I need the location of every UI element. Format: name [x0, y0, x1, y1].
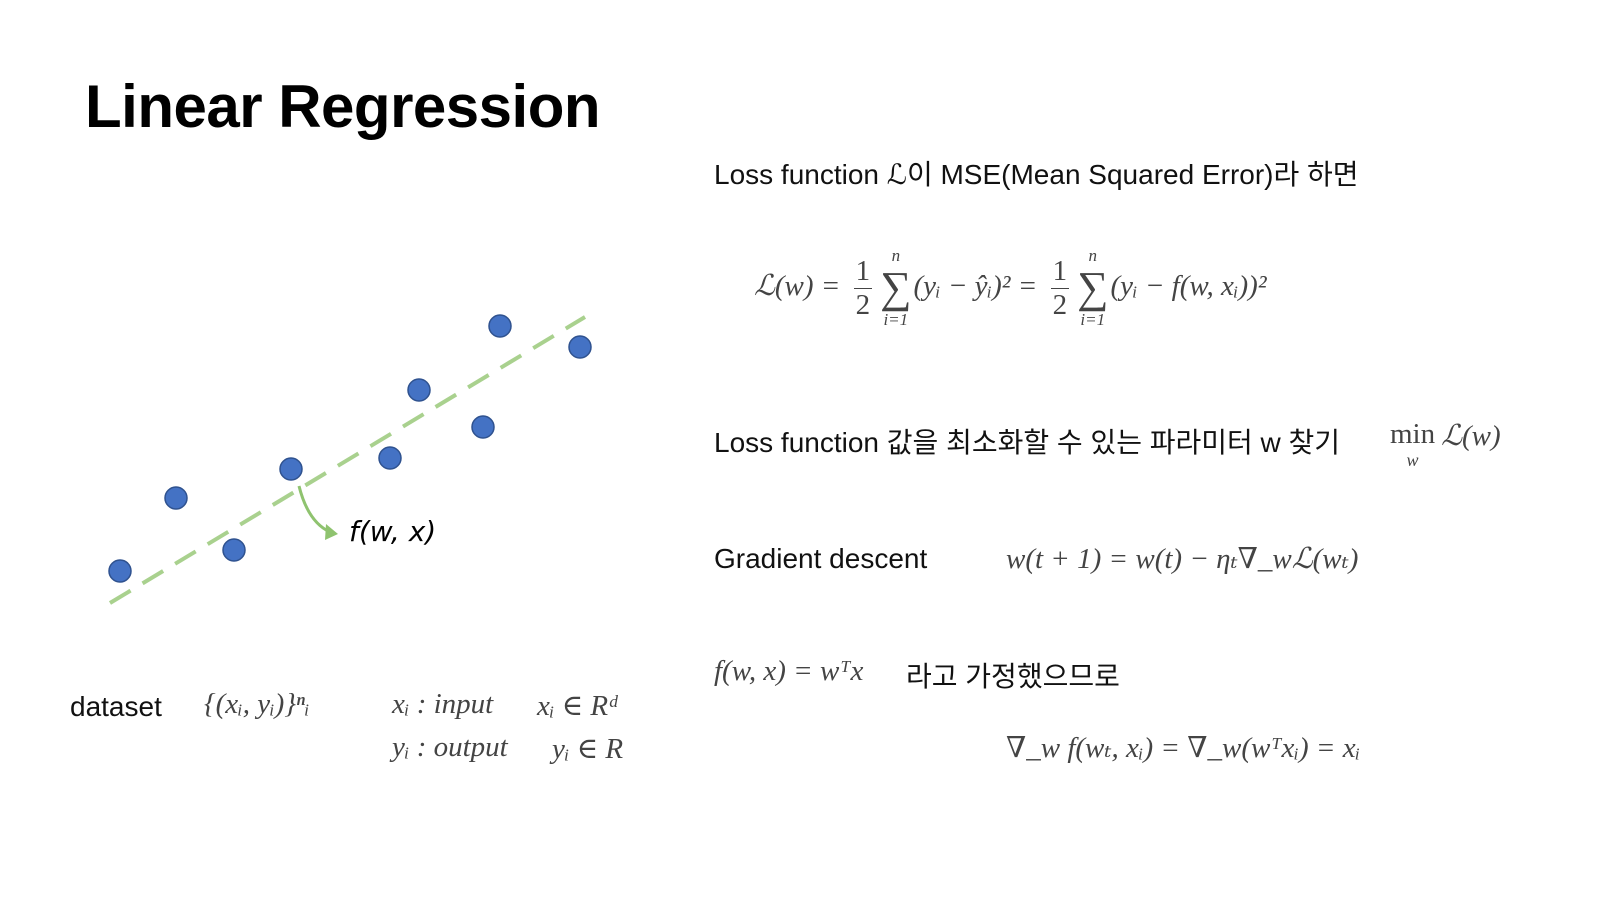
half-fraction: 1 2 [853, 254, 873, 321]
gradient-result: ∇_w f(wₜ, xᵢ) = ∇_w(wᵀxᵢ) = xᵢ [1006, 732, 1361, 764]
data-point [378, 446, 402, 470]
mse-lhs: ℒ(w) = [754, 270, 841, 303]
min-expression: min w ℒ(w) [1390, 418, 1501, 470]
data-point [164, 486, 188, 510]
sum-operator: n ∑ i=1 [880, 246, 912, 330]
data-point [568, 335, 592, 359]
data-point [108, 559, 132, 583]
assumption-text: 라고 가정했으므로 [906, 661, 1120, 692]
half-fraction-2: 1 2 [1050, 254, 1070, 321]
data-point [279, 457, 303, 481]
dataset-set: {(xᵢ, yᵢ)}ⁿᵢ [204, 688, 310, 720]
loss-intro: Loss function ℒ이 MSE(Mean Squared Error)… [714, 159, 1359, 190]
data-point [222, 538, 246, 562]
mse-term-1: (yᵢ − ŷᵢ)² = [913, 270, 1038, 303]
data-point [407, 378, 431, 402]
gradient-equation: w(t + 1) = w(t) − ηₜ∇_wℒ(wₜ) [1006, 543, 1359, 575]
data-point [488, 314, 512, 338]
data-points [108, 314, 592, 583]
fit-line-arrow [297, 485, 331, 534]
x-definition: xᵢ : input [392, 688, 494, 720]
fit-function-label: f(w, x) [349, 515, 437, 548]
y-domain: yᵢ ∈ R [552, 733, 624, 765]
min-operator: min w [1390, 418, 1436, 470]
assumption-equation: f(w, x) = wᵀx [714, 655, 864, 687]
minimize-text: Loss function 값을 최소화할 수 있는 파라미터 w 찾기 [714, 427, 1341, 458]
y-definition: yᵢ : output [392, 731, 508, 763]
mse-equation: ℒ(w) = 1 2 n ∑ i=1 (yᵢ − ŷᵢ)² = 1 2 n ∑ … [754, 246, 1267, 331]
x-domain: xᵢ ∈ Rᵈ [537, 690, 618, 722]
data-point [471, 415, 495, 439]
mse-term-2: (yᵢ − f(w, xᵢ))² [1110, 270, 1267, 303]
dataset-label: dataset [70, 691, 162, 722]
slide-title: Linear Regression [85, 73, 601, 140]
sum-operator-2: n ∑ i=1 [1077, 246, 1109, 330]
fit-line [108, 315, 587, 605]
arrow-head [325, 524, 338, 540]
gradient-label: Gradient descent [714, 543, 928, 574]
